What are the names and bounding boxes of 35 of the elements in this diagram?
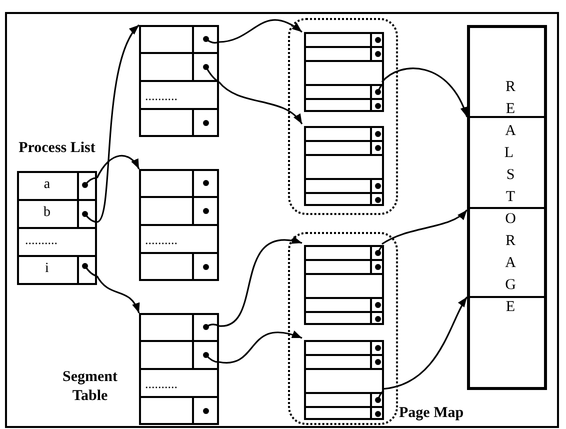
page-table: [304, 340, 384, 420]
caption-label: Page Map: [399, 404, 465, 423]
arrow: [218, 19, 302, 43]
table-row: [17, 227, 97, 257]
arrow: [382, 296, 468, 390]
arrow: [218, 331, 302, 364]
table-row: [17, 199, 97, 229]
row-label: ..........: [145, 376, 178, 392]
table-row: [17, 171, 97, 201]
row-label: ..........: [145, 232, 178, 248]
table-cell: b: [17, 199, 79, 229]
table-row: [17, 255, 97, 285]
page-table: [304, 126, 384, 206]
page-map-group: [288, 232, 398, 425]
arrow: [96, 276, 140, 314]
storage-column: [467, 25, 547, 390]
page-table: [304, 245, 384, 325]
row-label: ..........: [145, 88, 178, 104]
table-cell: a: [17, 171, 79, 201]
arrow: [96, 24, 140, 223]
arrow: [218, 237, 302, 327]
vertical-label: REAL STORAGE: [503, 78, 517, 317]
arrow: [381, 68, 468, 118]
arrow: [96, 155, 140, 178]
segment-table: [139, 25, 219, 137]
segment-table: [139, 313, 219, 425]
page-map-group: [288, 18, 398, 215]
page-table: [304, 32, 384, 112]
row-label: ..........: [25, 232, 58, 248]
table-heading: Process List: [18, 140, 96, 157]
arrow: [382, 209, 468, 245]
segment-table: [139, 169, 219, 281]
arrow: [218, 81, 303, 124]
caption-label: Segment Table: [62, 368, 118, 406]
table-cell: i: [17, 255, 79, 285]
